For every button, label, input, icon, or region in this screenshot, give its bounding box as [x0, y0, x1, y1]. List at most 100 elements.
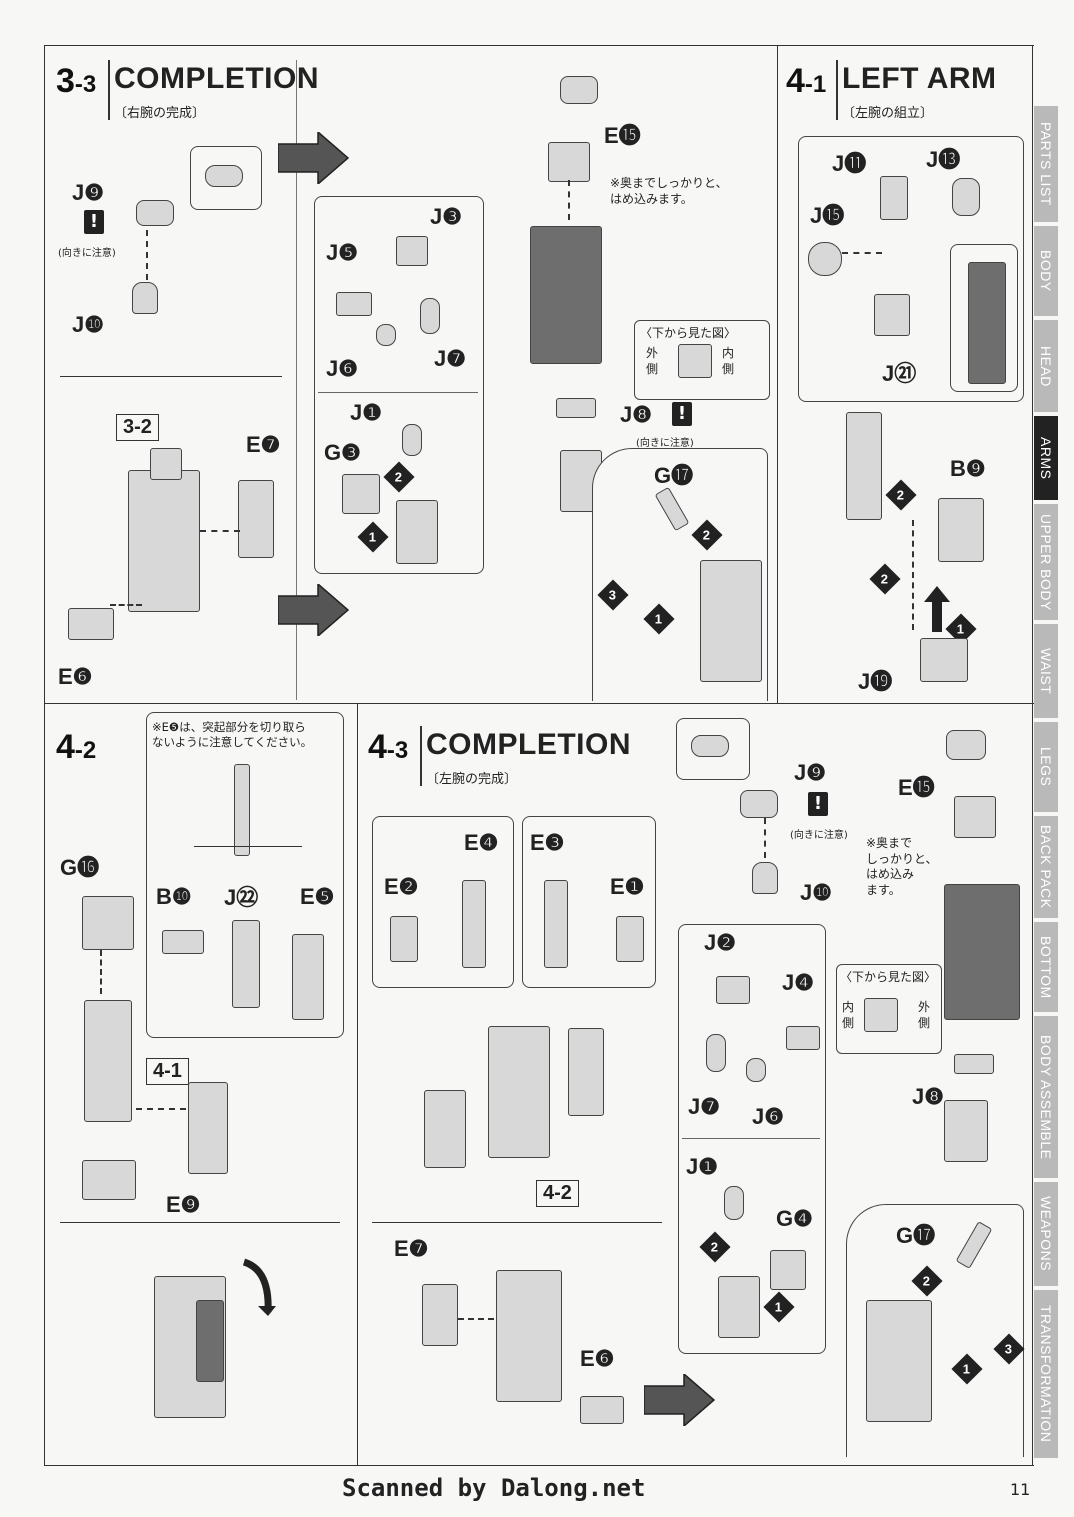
- step-num: 2: [711, 1239, 719, 1255]
- step-num: 2: [881, 571, 889, 587]
- step-num: 2: [897, 487, 905, 503]
- left-armor: [424, 1090, 466, 1168]
- step-num: 1: [957, 621, 965, 637]
- tab-head[interactable]: HEAD: [1034, 320, 1058, 412]
- part-j3: [396, 236, 428, 266]
- label-j11: J⓫: [832, 151, 867, 176]
- guide-line: [136, 1108, 186, 1110]
- guide-line: [842, 252, 882, 254]
- part-j7: [420, 298, 440, 334]
- tab-label: BOTTOM: [1038, 935, 1054, 999]
- part-j13: [952, 178, 980, 216]
- section-4-1-number: 4-1: [786, 62, 826, 101]
- guide-line: [200, 530, 240, 532]
- tab-legs[interactable]: LEGS: [1034, 722, 1058, 812]
- section-num-minor: -1: [804, 71, 827, 98]
- bottom-view-part: [678, 344, 712, 378]
- section-3-3-subtitle: 〔右腕の完成〕: [114, 106, 206, 121]
- tab-upper-body[interactable]: UPPER BODY: [1034, 504, 1058, 620]
- part-j5: [336, 292, 372, 316]
- part-e6: [68, 608, 114, 640]
- section-4-3-title: COMPLETION: [426, 728, 631, 761]
- part-e1: [616, 916, 644, 962]
- part-j21: [874, 294, 910, 336]
- label-j9: J❾: [794, 760, 826, 785]
- next-arrow: [278, 132, 350, 184]
- sub-divider-3-3: [60, 376, 282, 377]
- section-num-major: 4: [786, 62, 805, 100]
- part-e2: [390, 916, 418, 962]
- tab-body-assemble[interactable]: BODY ASSEMBLE: [1034, 1016, 1058, 1178]
- label-e5: E❺: [300, 884, 335, 909]
- outer-label: 外 側: [918, 1000, 931, 1030]
- section-bar: [836, 60, 838, 120]
- label-g16: G⓰: [60, 855, 100, 880]
- arm-assembly: [128, 470, 200, 612]
- part-detail: [205, 165, 243, 187]
- label-e2: E❷: [384, 874, 419, 899]
- hand-assembly: [396, 500, 438, 564]
- ref-4-1: 4-1: [146, 1058, 189, 1085]
- part-e3: [544, 880, 568, 968]
- part-e4: [462, 880, 486, 968]
- tab-parts-list[interactable]: PARTS LIST: [1034, 106, 1058, 222]
- label-j3: J❸: [430, 204, 462, 229]
- tab-bottom[interactable]: BOTTOM: [1034, 922, 1058, 1012]
- forearm-center: [488, 1026, 550, 1158]
- next-arrow: [278, 584, 350, 636]
- inset-divider: [318, 392, 478, 393]
- part-j10: [752, 862, 778, 894]
- inset-divider: [682, 1138, 820, 1139]
- forearm-base: [496, 1270, 562, 1402]
- section-bar: [108, 60, 110, 120]
- tab-transformation[interactable]: TRANSFORMATION: [1034, 1290, 1058, 1458]
- part-e7: [238, 480, 274, 558]
- label-g17: G⓱: [654, 463, 694, 488]
- part-j22: [232, 920, 260, 1008]
- label-j7: J❼: [688, 1094, 720, 1119]
- step-num: 1: [963, 1361, 971, 1377]
- shoulder-joint-detail: [968, 262, 1006, 384]
- part-b10: [162, 930, 204, 954]
- guide-line: [568, 180, 570, 220]
- part-j10: [132, 282, 158, 314]
- label-j15: J⓯: [810, 203, 845, 228]
- section-num-major: 3: [56, 62, 75, 100]
- section-3-3-title: COMPLETION: [114, 62, 319, 95]
- part-j1: [402, 424, 422, 456]
- tab-weapons[interactable]: WEAPONS: [1034, 1182, 1058, 1286]
- bottom-view-part: [864, 998, 898, 1032]
- part-e9: [82, 1160, 136, 1200]
- tab-back-pack[interactable]: BACK PACK: [1034, 816, 1058, 918]
- caution-text: (向きに注意): [790, 830, 848, 841]
- section-4-3-number: 4-3: [368, 728, 408, 767]
- tab-waist[interactable]: WAIST: [1034, 624, 1058, 718]
- inner-label: 内 側: [722, 346, 735, 376]
- bottom-border: [44, 1465, 1034, 1466]
- step-num: 2: [923, 1273, 931, 1289]
- label-j7: J❼: [434, 346, 466, 371]
- label-j4: J❹: [782, 970, 814, 995]
- section-num-major: 4: [368, 728, 387, 766]
- tab-label: WAIST: [1038, 647, 1054, 695]
- label-j8: J❽: [912, 1084, 944, 1109]
- step-num: 1: [655, 611, 663, 627]
- part-g3: [342, 474, 380, 514]
- label-e15-a: E⓯: [604, 123, 641, 148]
- part-e15: [954, 796, 996, 838]
- label-j21: J㉑: [882, 361, 917, 386]
- part-g16: [82, 896, 134, 950]
- right-border: [1032, 45, 1033, 1465]
- part-g4: [770, 1250, 806, 1290]
- part-j15: [808, 242, 842, 276]
- left-arm-assembly: [84, 1000, 132, 1122]
- label-e3: E❸: [530, 830, 565, 855]
- label-b10: B❿: [156, 884, 192, 909]
- tab-arms[interactable]: ARMS: [1034, 416, 1058, 500]
- divider-4-2-4-3: [357, 703, 358, 1465]
- shoulder-armor: [188, 1082, 228, 1174]
- section-4-1-title: LEFT ARM: [842, 62, 997, 95]
- tab-label: BACK PACK: [1038, 825, 1054, 909]
- part-j9: [740, 790, 778, 818]
- tab-body[interactable]: BODY: [1034, 226, 1058, 316]
